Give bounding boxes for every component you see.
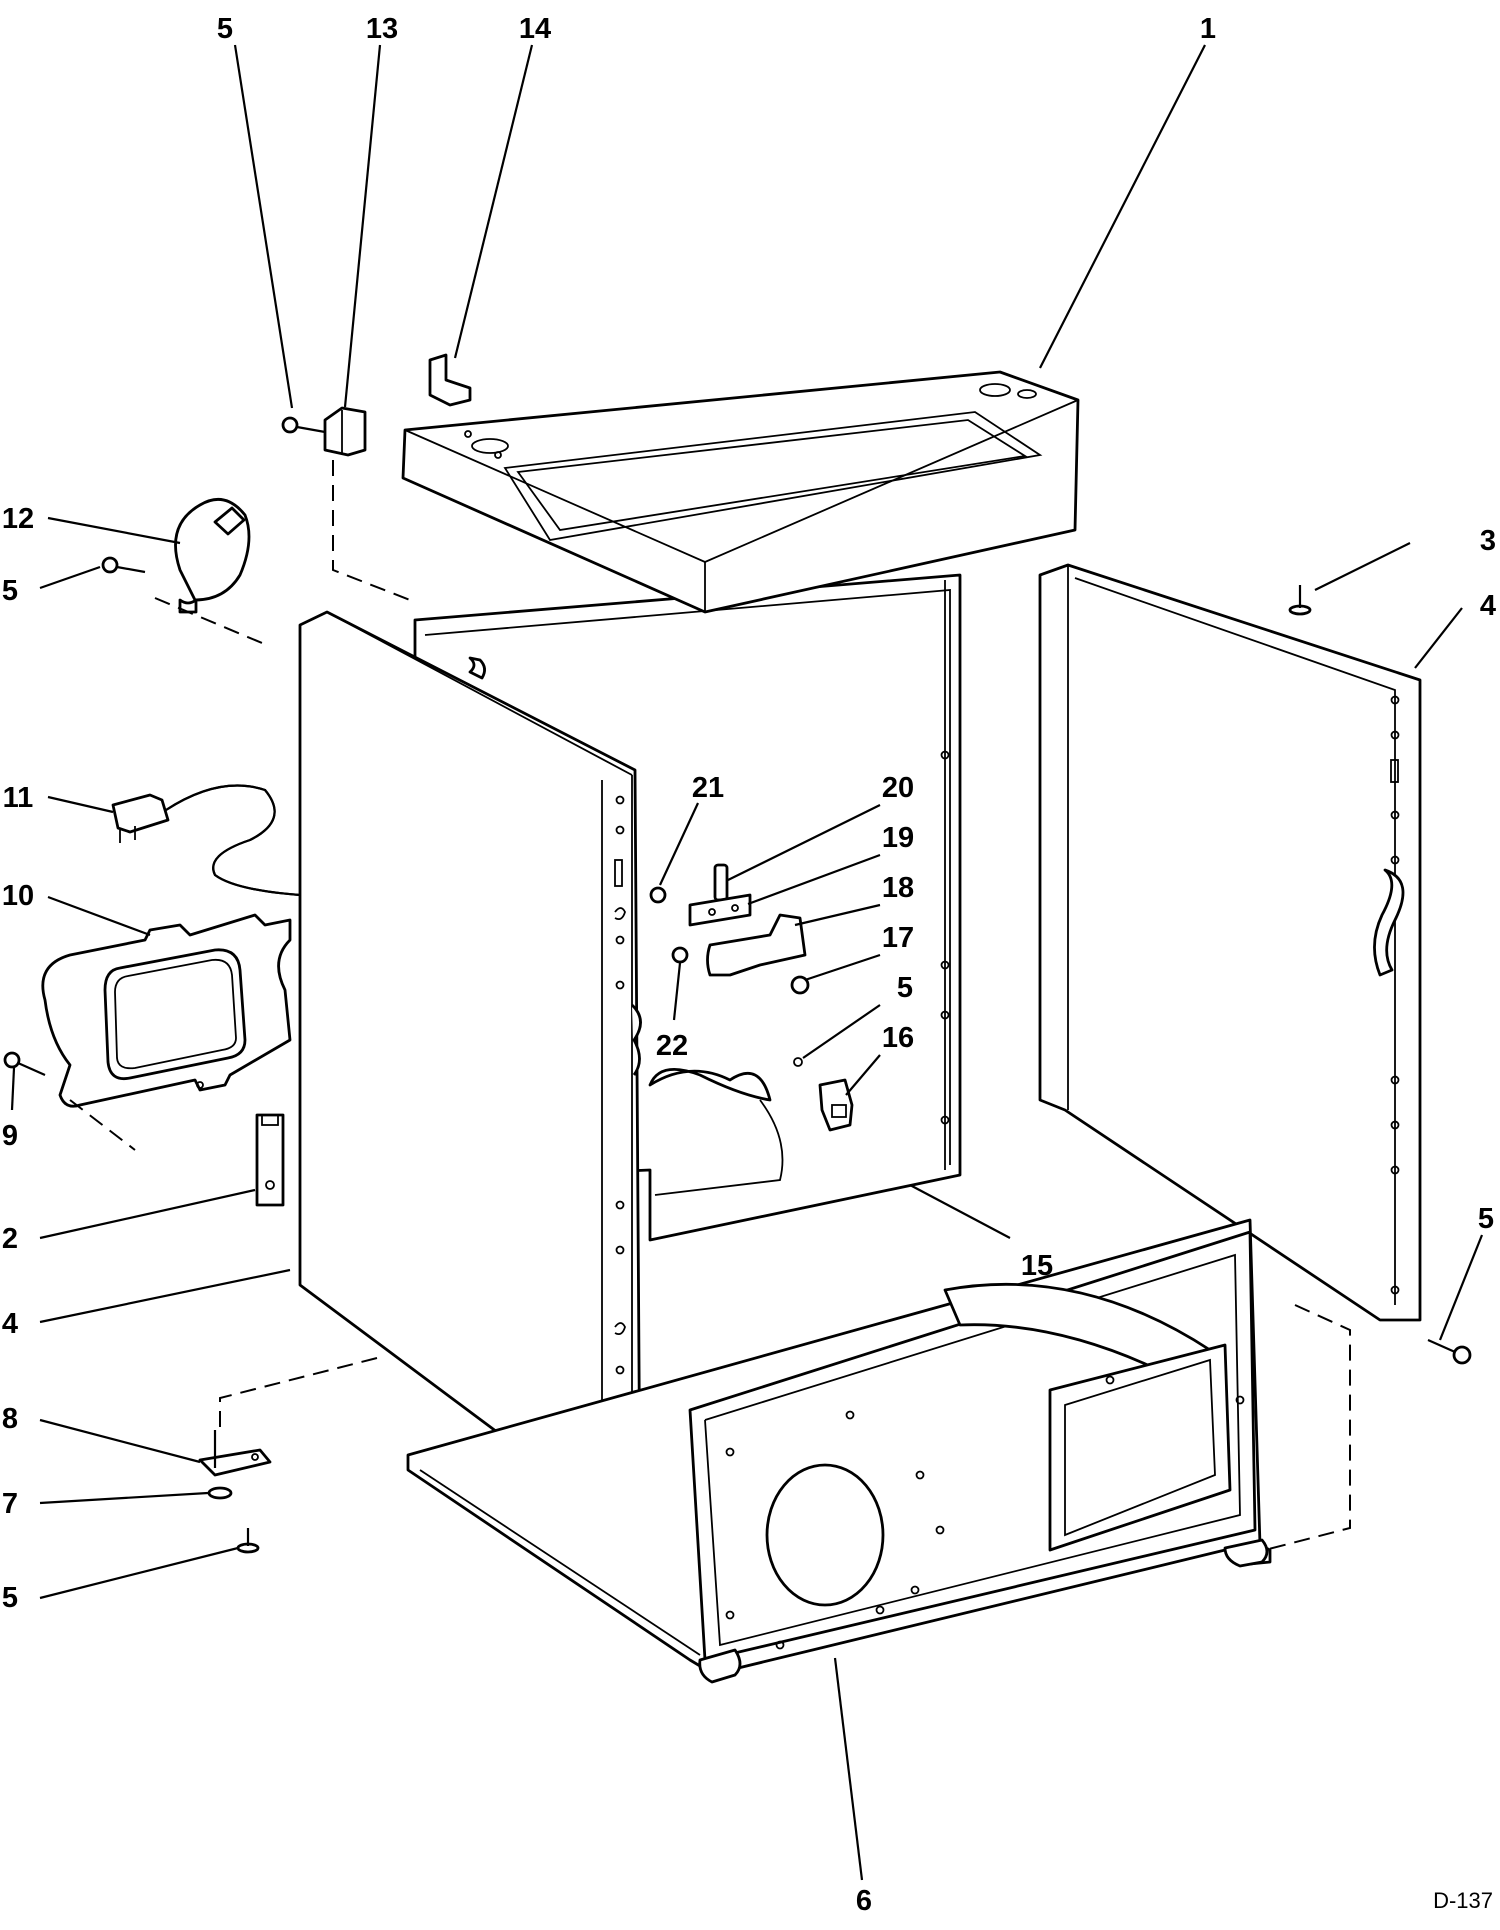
filter-cover-part — [174, 497, 251, 614]
callout-3: 3 — [1480, 525, 1496, 557]
callout-21: 21 — [692, 772, 724, 804]
callout-6: 6 — [856, 1885, 872, 1917]
callout-5-bottom: 5 — [2, 1582, 18, 1614]
alignment-lines — [69, 460, 1351, 1551]
left-side-panel-part — [298, 610, 642, 1522]
foot-7-part — [207, 1486, 233, 1500]
callout-4-right: 4 — [1480, 590, 1496, 622]
screw-21-part — [649, 886, 667, 904]
switch-bracket-part — [255, 1113, 285, 1207]
callout-17: 17 — [882, 922, 914, 954]
callout-labels: 5 13 14 1 12 5 3 4 11 10 21 20 19 18 17 … — [2, 13, 1496, 1917]
screw-right — [1427, 1338, 1472, 1365]
bracket-18-part — [706, 913, 807, 977]
callout-10: 10 — [2, 880, 34, 912]
callout-5-right: 5 — [1478, 1203, 1494, 1235]
screw-bottom — [236, 1528, 260, 1554]
nut-17-part — [790, 975, 810, 995]
bracket-19-part — [688, 893, 752, 927]
callout-15: 15 — [1021, 1250, 1053, 1282]
callout-9: 9 — [2, 1120, 18, 1152]
foot-8-part — [198, 1430, 272, 1477]
diagram-code: D-137 — [1433, 1888, 1493, 1913]
screw-22-part — [671, 946, 689, 964]
callout-1: 1 — [1200, 13, 1216, 45]
bracket-20-part — [713, 863, 729, 902]
callout-13: 13 — [366, 13, 398, 45]
parts-drawing — [3, 353, 1472, 1684]
latch-16-part — [818, 1078, 854, 1132]
screw-9 — [3, 1051, 46, 1077]
screw-left — [101, 556, 146, 574]
callout-18: 18 — [882, 872, 914, 904]
callout-7: 7 — [2, 1488, 18, 1520]
screw-5-mid-part — [793, 1057, 803, 1067]
screw-3 — [1288, 585, 1312, 616]
bracket-14-part — [428, 353, 472, 407]
callout-2: 2 — [2, 1223, 18, 1255]
base-frame-part — [406, 1218, 1272, 1684]
callout-20: 20 — [882, 772, 914, 804]
hinge-13-part — [323, 406, 367, 457]
callout-16: 16 — [882, 1022, 914, 1054]
callout-14: 14 — [519, 13, 551, 45]
callout-22: 22 — [656, 1030, 688, 1062]
callout-5-top: 5 — [217, 13, 233, 45]
right-side-panel-part — [1038, 563, 1422, 1322]
control-bracket-part — [41, 913, 292, 1108]
callout-8: 8 — [2, 1403, 18, 1435]
power-cord-part — [111, 784, 301, 897]
top-panel-part — [401, 370, 1080, 614]
leader-lines — [10, 44, 1484, 1881]
callout-4-left: 4 — [2, 1308, 18, 1340]
callout-5-left: 5 — [2, 575, 18, 607]
callout-11: 11 — [3, 782, 34, 814]
callout-5-mid: 5 — [897, 972, 913, 1004]
callout-12: 12 — [2, 503, 34, 535]
callout-19: 19 — [882, 822, 914, 854]
screw-top — [281, 416, 326, 434]
